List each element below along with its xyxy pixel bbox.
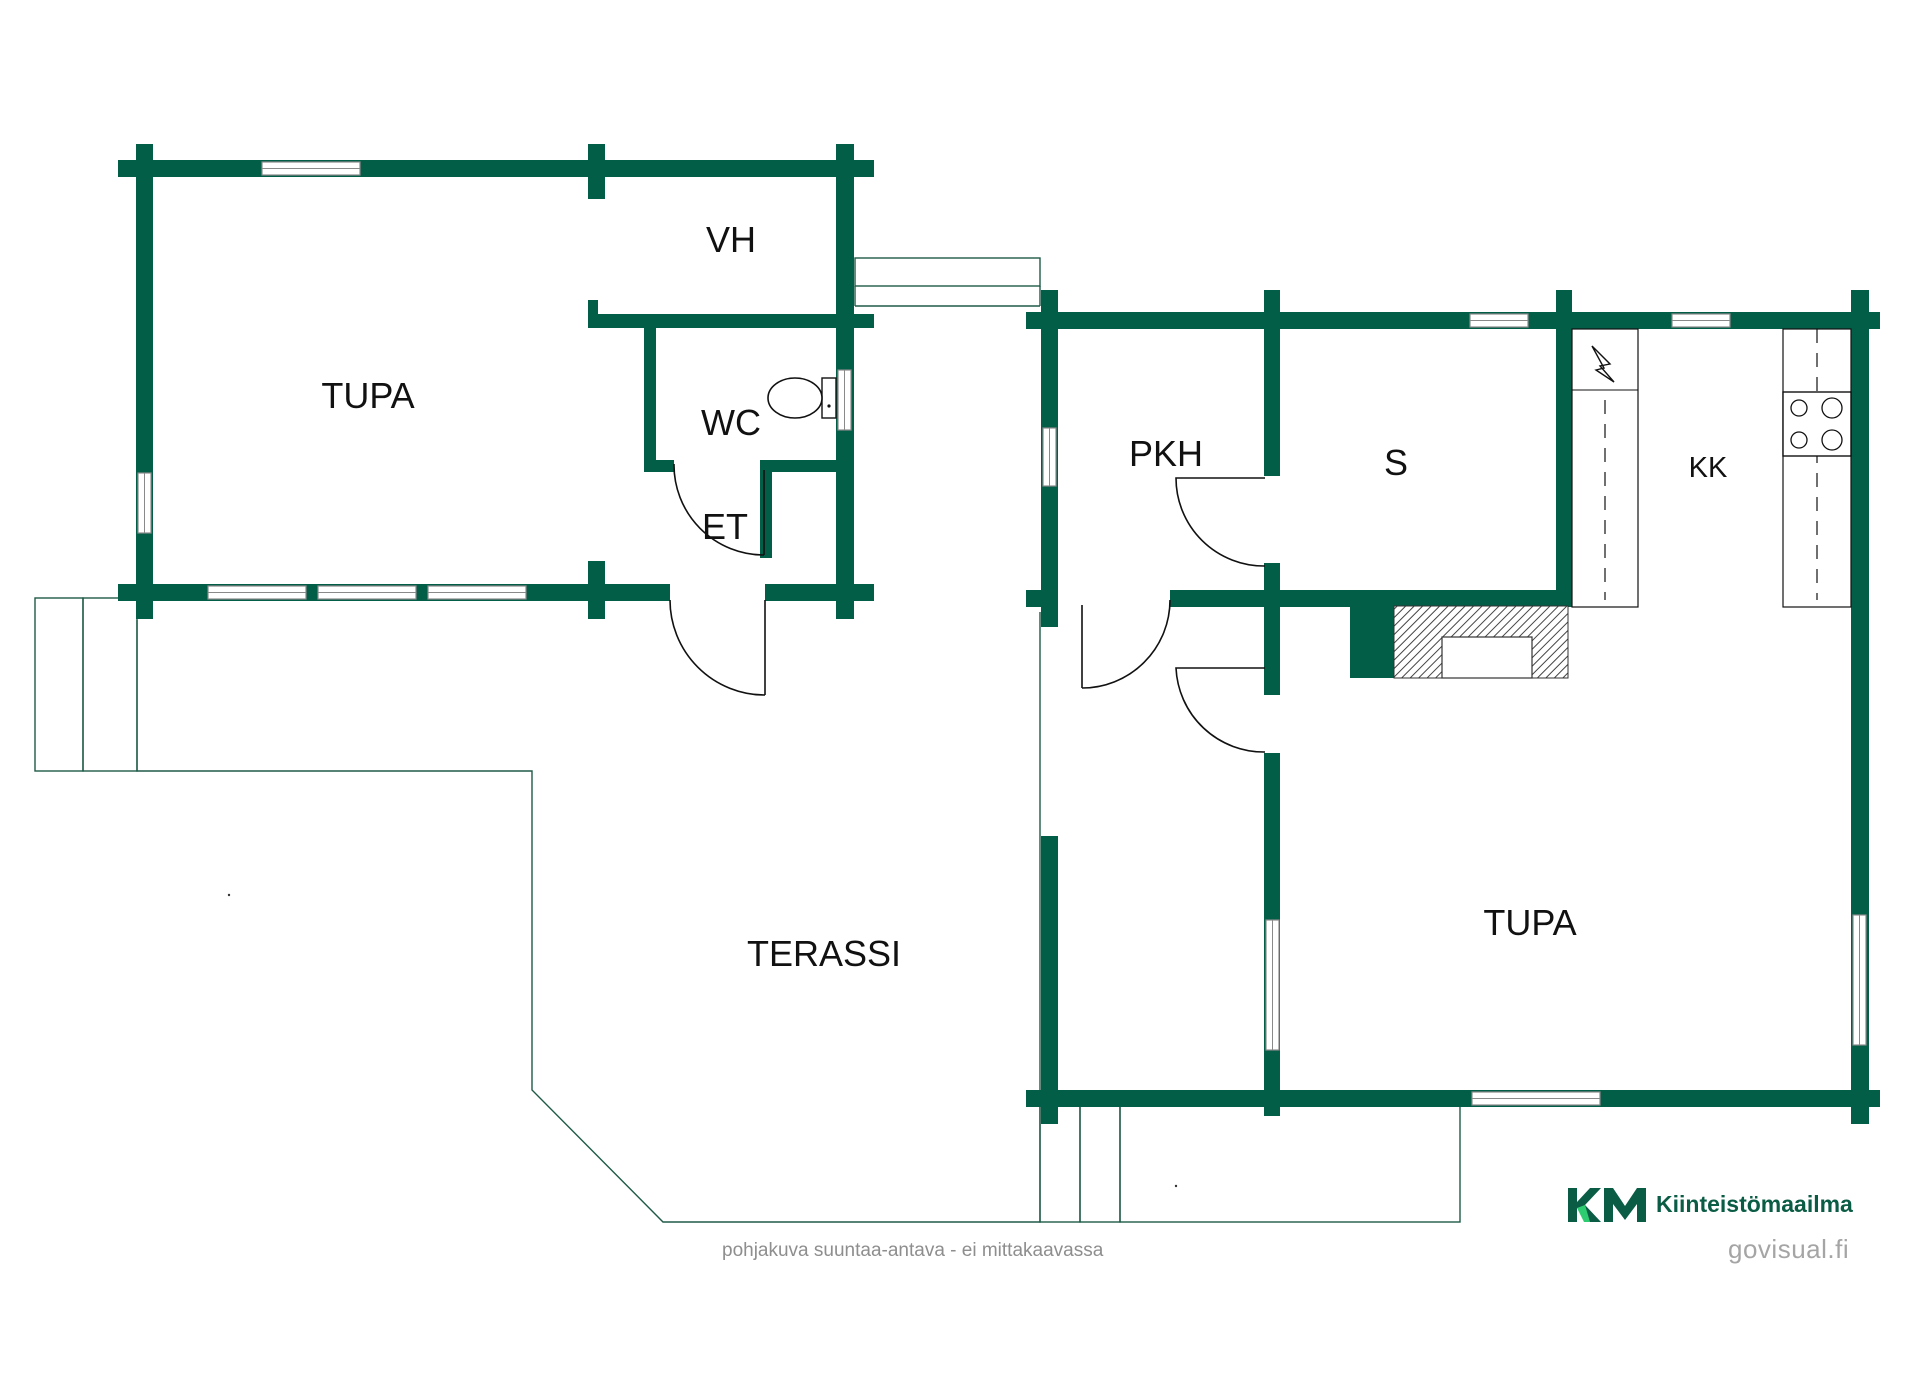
terrace-outline — [34, 257, 1461, 1223]
room-label-vh: VH — [706, 219, 756, 260]
toilet-icon — [767, 377, 837, 419]
kitchen-counter-right — [1782, 328, 1852, 608]
km-logo-icon — [1568, 1188, 1646, 1222]
disclaimer-text: pohjakuva suuntaa-antava - ei mittakaava… — [722, 1240, 1104, 1261]
walls-right-building — [1026, 290, 1880, 1124]
brand-logo: Kiinteistömaailma — [1566, 1182, 1853, 1226]
brand-url: govisual.fi — [1728, 1234, 1850, 1264]
room-label-s: S — [1384, 442, 1408, 483]
room-label-terassi: TERASSI — [747, 933, 901, 974]
fireplace — [1393, 605, 1569, 679]
room-label-tupa-right: TUPA — [1483, 902, 1576, 943]
brand-name: Kiinteistömaailma — [1656, 1190, 1853, 1217]
room-label-tupa-left: TUPA — [321, 375, 414, 416]
room-label-pkh: PKH — [1129, 433, 1203, 474]
windows — [137, 161, 1867, 1106]
doors — [669, 463, 1266, 753]
room-label-et: ET — [702, 506, 748, 547]
room-label-wc: WC — [701, 402, 761, 443]
room-label-kk: KK — [1689, 452, 1728, 484]
walls-left-building — [118, 144, 874, 619]
stove-icon — [1782, 391, 1852, 457]
lightning-icon — [1591, 345, 1615, 383]
